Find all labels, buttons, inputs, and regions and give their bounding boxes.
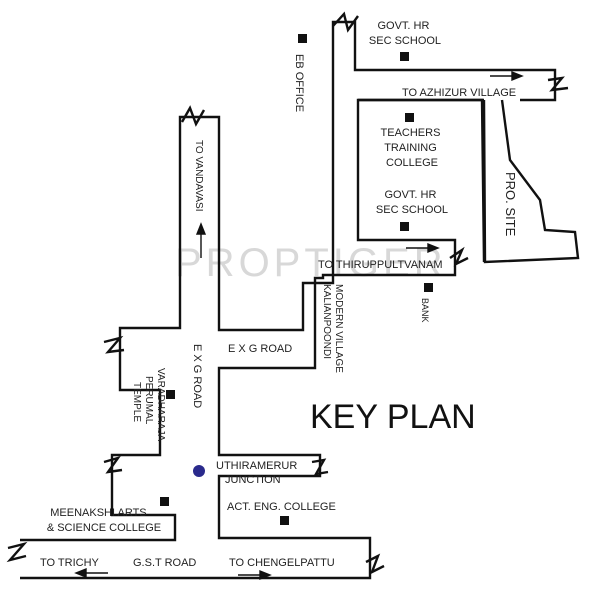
label-kalianpoondi-group: KALIANPOONDI MODERN VILLAGE bbox=[321, 284, 344, 373]
label-temple-group: VARADHARAJA PERUMAL TEMPLE bbox=[131, 368, 166, 441]
label-eb-office: EB OFFICE bbox=[293, 54, 305, 112]
break-top-mid bbox=[332, 11, 359, 33]
label-kalianpoondi-line2: MODERN VILLAGE bbox=[333, 284, 344, 373]
label-govt-school-2: GOVT. HR SEC SCHOOL bbox=[376, 189, 448, 216]
label-temple-line1: VARADHARAJA bbox=[155, 368, 166, 441]
landmark-meenakshi bbox=[160, 497, 169, 506]
label-kalianpoondi-line1: KALIANPOONDI bbox=[321, 284, 332, 359]
break-right-2 bbox=[449, 246, 469, 267]
road-outline-pro-site bbox=[482, 99, 580, 264]
break-top-left bbox=[180, 105, 206, 127]
label-to-chengelpattu: TO CHENGELPATTU bbox=[229, 557, 335, 569]
road-outline-outer bbox=[20, 20, 557, 580]
direction-arrows bbox=[74, 70, 524, 581]
arrow-to-azhizur bbox=[490, 70, 524, 82]
landmark-govt-school-1 bbox=[400, 52, 409, 61]
map-title: KEY PLAN bbox=[310, 398, 476, 436]
landmark-temple bbox=[166, 390, 175, 399]
road-break-marks bbox=[6, 11, 569, 575]
landmark-teachers-college bbox=[405, 113, 414, 122]
landmark-bank bbox=[424, 283, 433, 292]
label-gst-road: G.S.T ROAD bbox=[133, 557, 196, 569]
label-to-vandavasi: TO VANDAVASI bbox=[193, 140, 204, 212]
break-bottom-right bbox=[365, 553, 385, 575]
arrow-to-vandavasi bbox=[195, 222, 207, 258]
label-temple-line3: TEMPLE bbox=[131, 382, 142, 422]
arrow-to-thiruppultvanam bbox=[406, 242, 440, 254]
label-pro-site: PRO. SITE bbox=[503, 172, 518, 237]
break-left-2 bbox=[103, 455, 123, 474]
label-exg-road-horizontal: E X G ROAD bbox=[228, 343, 292, 355]
label-act-eng-college: ACT. ENG. COLLEGE bbox=[227, 501, 336, 513]
junction-icon bbox=[193, 465, 205, 477]
label-uthiramerur-junction: UTHIRAMERUR JUNCTION bbox=[216, 460, 300, 486]
arrow-to-trichy bbox=[74, 567, 108, 579]
label-temple-line2: PERUMAL bbox=[143, 376, 154, 425]
landmarks bbox=[160, 34, 433, 525]
break-junction-right bbox=[311, 458, 329, 476]
break-bottom-left bbox=[6, 541, 28, 563]
landmark-act-college bbox=[280, 516, 289, 525]
break-right-top bbox=[547, 76, 569, 92]
label-teachers-college: TEACHERS TRAINING COLLEGE bbox=[381, 127, 444, 169]
label-exg-road-vertical: E X G ROAD bbox=[191, 344, 203, 408]
label-govt-school-1: GOVT. HR SEC SCHOOL bbox=[369, 20, 441, 47]
label-to-thiruppultvanam: TO THIRUPPULTVANAM bbox=[318, 259, 442, 271]
road-outline-inner bbox=[358, 98, 486, 263]
arrow-to-chengelpattu bbox=[238, 569, 272, 581]
label-bank: BANK bbox=[420, 298, 430, 323]
label-meenakshi-college: MEENAKSHI ARTS & SCIENCE COLLEGE bbox=[47, 507, 161, 534]
landmark-govt-school-2 bbox=[400, 222, 409, 231]
break-left-1 bbox=[103, 335, 125, 354]
landmark-eb-office bbox=[298, 34, 307, 43]
label-to-azhizur: TO AZHIZUR VILLAGE bbox=[402, 87, 516, 99]
label-to-trichy: TO TRICHY bbox=[40, 557, 100, 569]
